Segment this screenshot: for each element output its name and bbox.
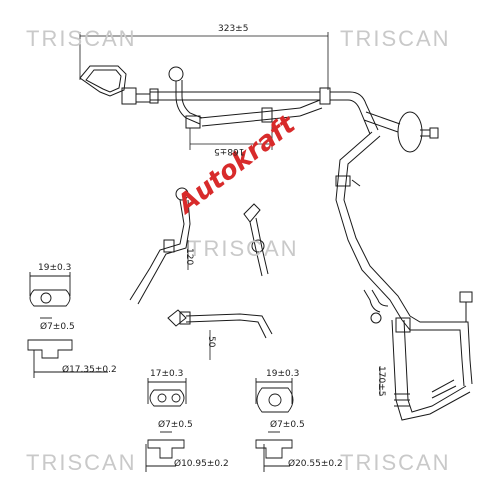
watermark-bottom-left: TRISCAN (26, 450, 137, 475)
dim-fitting-b-bore: Ø7±0.5 (158, 420, 193, 430)
fitting-a-drawing (28, 272, 108, 378)
branch-pipe (169, 67, 322, 128)
fitting-b-drawing (146, 378, 186, 472)
dim-branch-length: 168±5 (214, 146, 245, 156)
dim-fitting-a-width: 19±0.3 (38, 263, 72, 273)
dim-vertical-170: 170±5 (376, 366, 386, 397)
watermark-top-left: TRISCAN (26, 26, 137, 51)
watermark-top-right: TRISCAN (340, 26, 451, 51)
dim-overall-length: 323±5 (218, 24, 249, 34)
dim-fitting-c-od: Ø20.55±0.2 (288, 459, 343, 469)
watermark-bottom-right: TRISCAN (340, 450, 451, 475)
dim-fitting-a-od: Ø17.35±0.2 (62, 365, 117, 375)
dim-vertical-120: 120 (184, 248, 194, 266)
dimension-lines (80, 32, 380, 396)
right-pipe-bundle (336, 132, 472, 420)
dim-fitting-c-width: 19±0.3 (266, 369, 300, 379)
dim-fitting-a-bore: Ø7±0.5 (40, 322, 75, 332)
watermark-center: TRISCAN (188, 236, 299, 261)
dim-fitting-b-width: 17±0.3 (150, 369, 184, 379)
dim-fitting-b-od: Ø10.95±0.2 (174, 459, 229, 469)
dim-vertical-50: 50 (206, 336, 216, 348)
dim-fitting-c-bore: Ø7±0.5 (270, 420, 305, 430)
fitting-c-drawing (256, 378, 293, 472)
small-pipe-left (130, 188, 190, 304)
main-pipe-upper (80, 66, 438, 152)
small-pipe-center (168, 204, 272, 338)
